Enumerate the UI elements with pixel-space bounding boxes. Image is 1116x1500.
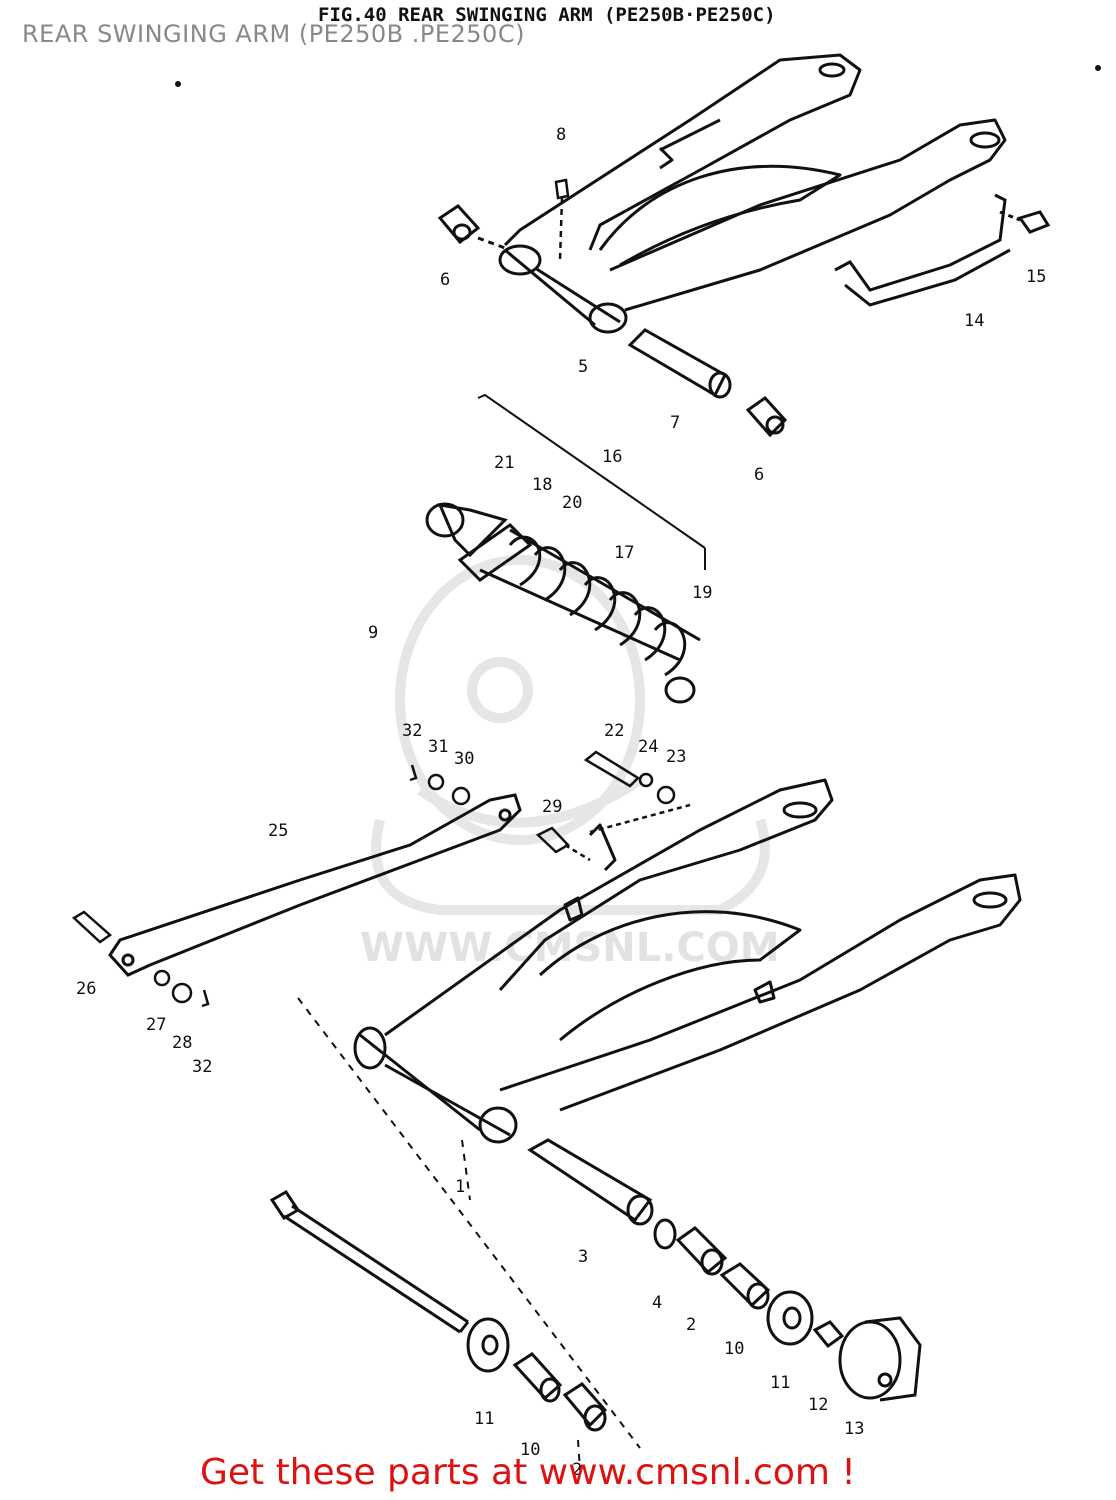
callout-20: 20	[562, 493, 582, 513]
callout-5: 5	[578, 357, 588, 377]
callout-6: 6	[754, 465, 764, 485]
callout-16: 16	[602, 447, 622, 467]
sleeve-upper	[627, 328, 732, 399]
callout-1: 1	[455, 1177, 465, 1197]
callout-13: 13	[844, 1419, 864, 1439]
watermark-text: WWW.CMSNL.COM	[360, 925, 780, 971]
alignment-dashes	[297, 997, 641, 1471]
callout-19: 19	[692, 583, 712, 603]
callout-12: 12	[808, 1395, 828, 1415]
callout-6: 6	[440, 270, 450, 290]
callout-17: 17	[614, 543, 634, 563]
torque-link	[108, 793, 522, 977]
swing-arm-upper	[498, 53, 1007, 334]
callout-14: 14	[964, 311, 984, 331]
callout-27: 27	[146, 1015, 166, 1035]
callout-32: 32	[402, 721, 422, 741]
pivot-bolt	[269, 1190, 470, 1334]
callout-4: 4	[652, 1293, 662, 1313]
figure-title: FIG.40 REAR SWINGING ARM (PE250B·PE250C)	[318, 4, 776, 26]
watermark-logo	[371, 555, 770, 915]
seal-11-right	[766, 1290, 814, 1346]
callout-8: 8	[556, 125, 566, 145]
sleeve-lower	[527, 1138, 654, 1226]
swing-arm-lower	[353, 778, 1022, 1144]
bearing-lower	[675, 1226, 728, 1276]
bushing-upper	[437, 204, 506, 250]
grease-nipple	[554, 178, 570, 261]
bushing-10-right	[719, 1262, 771, 1310]
callout-21: 21	[494, 453, 514, 473]
callout-10: 10	[724, 1339, 744, 1359]
callout-2: 2	[686, 1315, 696, 1335]
bullet-dot	[1095, 65, 1101, 71]
footer-parts-link[interactable]: Get these parts at www.cmsnl.com !	[200, 1452, 856, 1493]
callout-24: 24	[638, 737, 658, 757]
callout-10: 10	[520, 1440, 540, 1460]
callout-30: 30	[454, 749, 474, 769]
bushing-lower-right	[745, 396, 788, 438]
chain-guide	[834, 193, 1051, 307]
callout-18: 18	[532, 475, 552, 495]
callout-25: 25	[268, 821, 288, 841]
callout-7: 7	[670, 413, 680, 433]
callout-labels: 1 2 2 3 4 5 6 6 7 8 9 10 10 11 11 12 13 …	[76, 125, 1046, 1480]
callout-28: 28	[172, 1033, 192, 1053]
washer	[653, 1218, 677, 1250]
callout-23: 23	[666, 747, 686, 767]
bearing-lower-left	[562, 1382, 608, 1432]
callout-11: 11	[770, 1373, 790, 1393]
seal-11-left	[466, 1317, 510, 1373]
rear-shock-absorber	[425, 502, 701, 704]
callout-9: 9	[368, 623, 378, 643]
callout-31: 31	[428, 737, 448, 757]
callout-29: 29	[542, 797, 562, 817]
callout-22: 22	[604, 721, 624, 741]
small-hardware	[71, 750, 691, 1008]
callout-15: 15	[1026, 267, 1046, 287]
end-cap	[838, 1316, 922, 1402]
bushing-10-left	[512, 1352, 563, 1403]
callout-26: 26	[76, 979, 96, 999]
page-title: REAR SWINGING ARM (PE250B .PE250C)	[22, 20, 525, 48]
callout-2: 2	[572, 1460, 582, 1480]
assembly-bracket	[477, 393, 706, 570]
callout-3: 3	[578, 1247, 588, 1267]
nut	[812, 1320, 845, 1349]
callout-11: 11	[474, 1409, 494, 1429]
bullet-dot	[175, 81, 181, 87]
callout-32: 32	[192, 1057, 212, 1077]
